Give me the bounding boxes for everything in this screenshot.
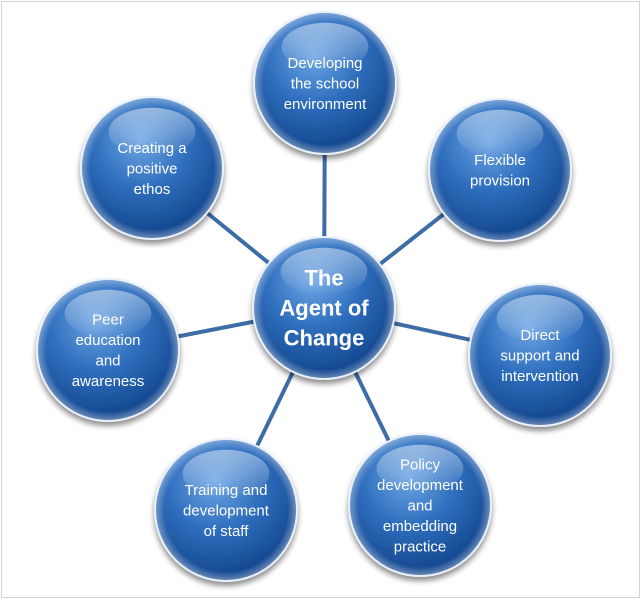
node-peer-education-label-line: and [95,353,120,370]
node-positive-ethos-label-line: ethos [134,181,171,198]
node-peer-education-label-line: education [75,332,140,349]
node-positive-ethos-label-line: Creating a [117,140,187,157]
center-node-label-line: Agent of [279,296,369,321]
node-flexible-provision-label: Flexible provision [470,152,530,190]
center-node-gloss [280,247,368,296]
node-training-staff [154,438,298,582]
node-school-environment-gloss [281,22,369,71]
node-direct-support-label-line: intervention [501,368,579,385]
center-node-label-line: The [304,266,343,291]
node-policy-development-label-line: development [377,477,464,494]
node-policy-development-label-line: practice [394,538,447,555]
node-positive-ethos-label-line: positive [127,160,178,177]
node-positive-ethos-label: Creating a positive ethos [117,140,187,198]
node-training-staff-label-line: of staff [204,523,250,540]
node-policy-development-label-line: embedding [383,518,457,535]
node-flexible-provision-label-line: Flexible [474,152,526,169]
node-policy-development-label: Policy development and embedding practice [377,456,464,555]
node-flexible-provision-label-line: provision [470,173,530,190]
node-direct-support-label-line: Direct [520,327,560,344]
node-flexible-provision-gloss [456,109,544,158]
center-node-label-line: Change [284,326,365,351]
node-policy-development-label-line: Policy [400,456,441,473]
node-direct-support-gloss [496,294,584,343]
node-policy-development [348,433,492,577]
node-school-environment-label: Developing the school environment [284,55,367,113]
node-school-environment [253,11,397,155]
node-policy-development-gloss [376,444,464,493]
node-direct-support-label: Direct support and intervention [500,327,579,385]
node-training-staff-gloss [182,449,270,498]
node-training-staff-label: Training and development of staff [183,482,270,540]
node-positive-ethos-gloss [108,107,196,156]
node-direct-support [468,283,612,427]
node-flexible-provision [428,98,572,242]
node-positive-ethos [80,96,224,240]
node-school-environment-label-line: the school [291,75,359,92]
node-training-staff-label-line: development [183,502,270,519]
node-school-environment-label-line: environment [284,96,367,113]
node-school-environment-label-line: Developing [287,55,362,72]
node-peer-education-label-line: awareness [72,373,145,390]
node-peer-education [36,278,180,422]
node-direct-support-label-line: support and [500,347,579,364]
node-peer-education-label-line: Peer [92,312,124,329]
center-node [252,236,396,380]
node-policy-development-label-line: and [407,497,432,514]
node-training-staff-label-line: Training and [185,482,268,499]
node-peer-education-label: Peer education and awareness [72,312,145,391]
node-peer-education-gloss [64,289,152,338]
